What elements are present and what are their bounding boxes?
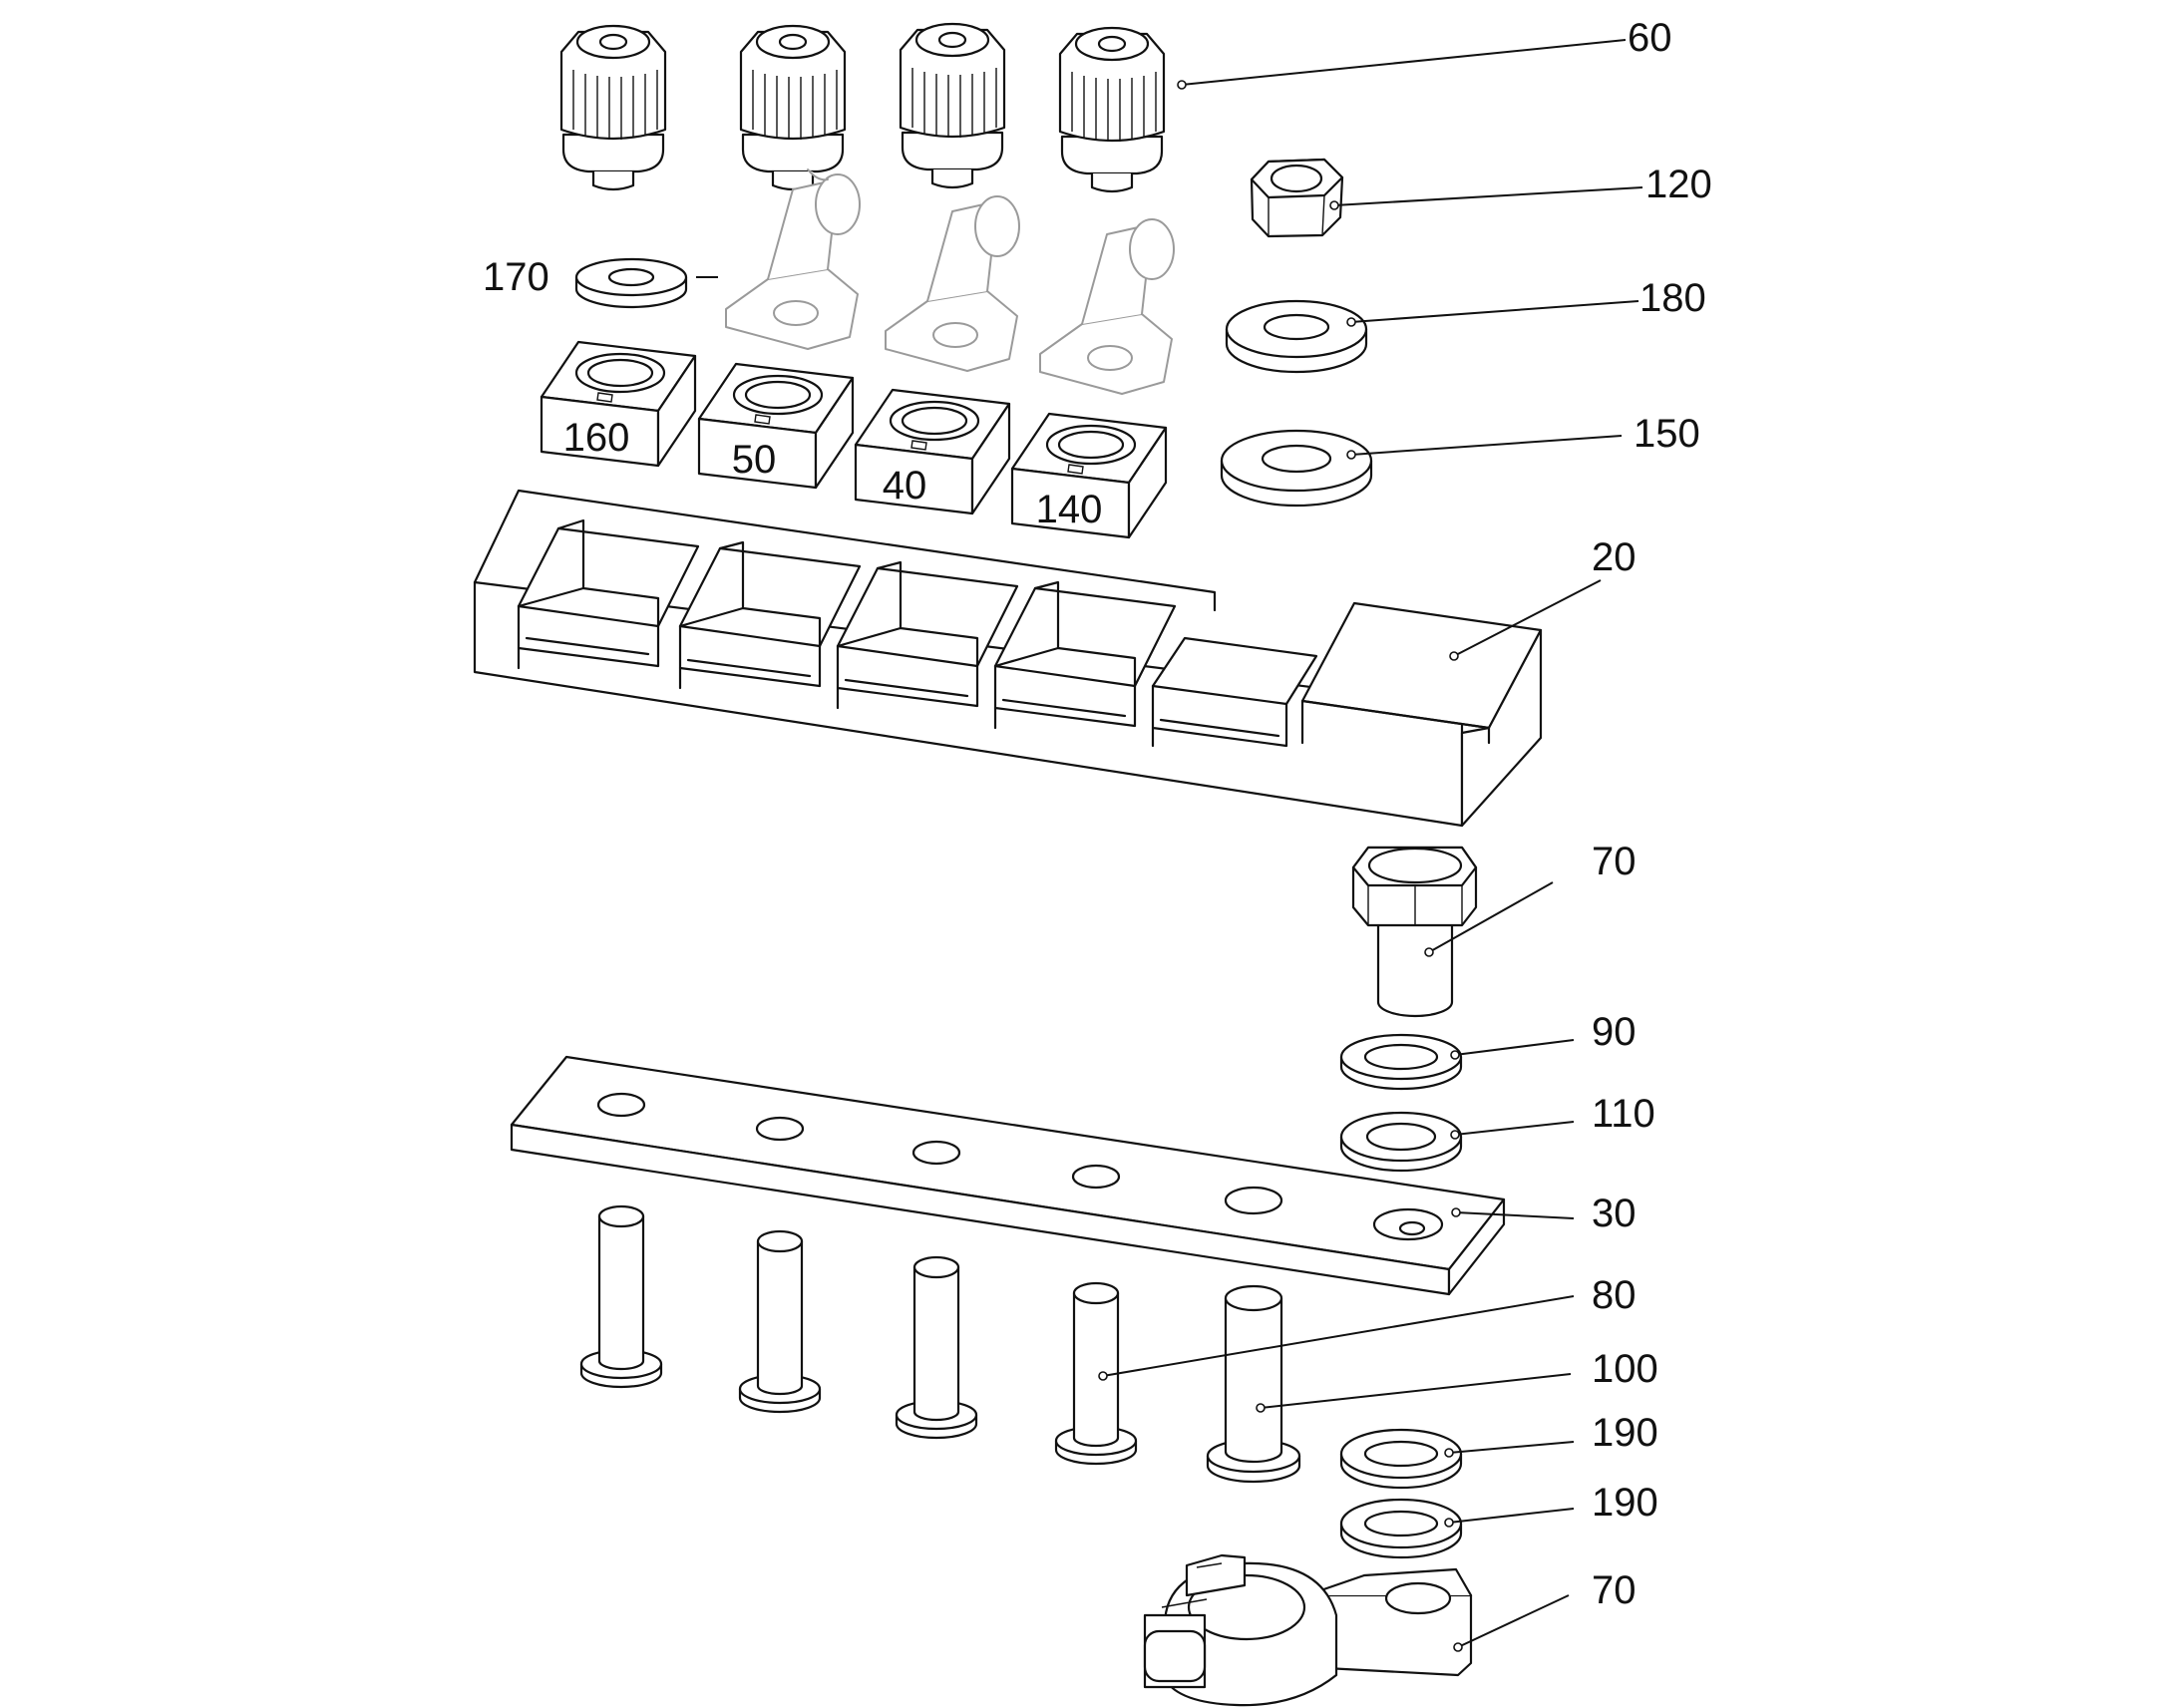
terminal-block-40: 40 <box>854 388 1011 515</box>
pin-80 <box>1054 1281 1138 1466</box>
callout-180: 180 <box>1639 276 1706 320</box>
leader-lines <box>696 39 1643 1652</box>
washer-170 <box>574 257 688 309</box>
housing-pocket <box>993 580 1177 728</box>
bus-bar-30 <box>510 1055 1506 1296</box>
knurled-nut <box>559 24 667 191</box>
pins <box>579 1204 1301 1484</box>
hex-nut-120 <box>1250 158 1344 238</box>
terminal-block-160: 160 <box>540 340 697 468</box>
washer-90 <box>1339 1033 1463 1091</box>
knurled-nut <box>739 24 847 191</box>
pin <box>895 1255 978 1440</box>
callout-190-upper: 190 <box>1592 1411 1658 1455</box>
housing-20 <box>473 489 1543 828</box>
callout-170: 170 <box>483 255 549 299</box>
cable-lug <box>725 169 861 350</box>
washer-190-lower <box>1339 1498 1463 1559</box>
battery-clamp-70 <box>1143 1553 1473 1707</box>
terminal-block-140: 140 <box>1010 412 1168 539</box>
callout-150: 150 <box>1634 412 1700 456</box>
housing-pocket <box>517 518 700 668</box>
washer-190-upper <box>1339 1428 1463 1490</box>
callout-110: 110 <box>1592 1092 1655 1136</box>
callout-60: 60 <box>1628 16 1672 60</box>
pin <box>738 1229 822 1414</box>
cable-lugs <box>725 169 1175 395</box>
callout-190-lower: 190 <box>1592 1481 1658 1525</box>
knurled-nut <box>1058 26 1166 193</box>
callout-100: 100 <box>1592 1347 1658 1391</box>
terminal-block-50: 50 <box>697 362 855 490</box>
callout-90: 90 <box>1592 1010 1636 1054</box>
washer-110 <box>1339 1111 1463 1173</box>
pin-100 <box>1206 1284 1301 1484</box>
callout-20: 20 <box>1592 535 1636 579</box>
callout-70-bolt: 70 <box>1592 840 1636 883</box>
housing-pocket <box>678 540 862 688</box>
callouts: 60 120 170 180 150 20 70 90 110 30 80 10… <box>483 16 1712 1612</box>
callout-80: 80 <box>1592 1273 1636 1317</box>
knurled-nut <box>899 22 1006 189</box>
block-label-140: 140 <box>1036 488 1103 531</box>
callout-30: 30 <box>1592 1192 1636 1235</box>
callout-70-clamp: 70 <box>1592 1568 1636 1612</box>
block-label-160: 160 <box>563 416 630 460</box>
callout-120: 120 <box>1645 163 1712 206</box>
washer-150 <box>1220 429 1373 508</box>
housing-channel <box>1151 636 1318 748</box>
block-label-40: 40 <box>883 464 927 508</box>
block-label-50: 50 <box>732 438 777 482</box>
knurled-nuts <box>559 22 1166 193</box>
pin <box>579 1204 663 1389</box>
terminal-blocks: 160 50 40 140 <box>540 340 1168 539</box>
cable-lug <box>1039 218 1175 395</box>
housing-pocket <box>836 560 1019 708</box>
bolt-70 <box>1351 846 1478 1018</box>
washer-180 <box>1225 299 1368 374</box>
cable-lug <box>885 195 1020 372</box>
